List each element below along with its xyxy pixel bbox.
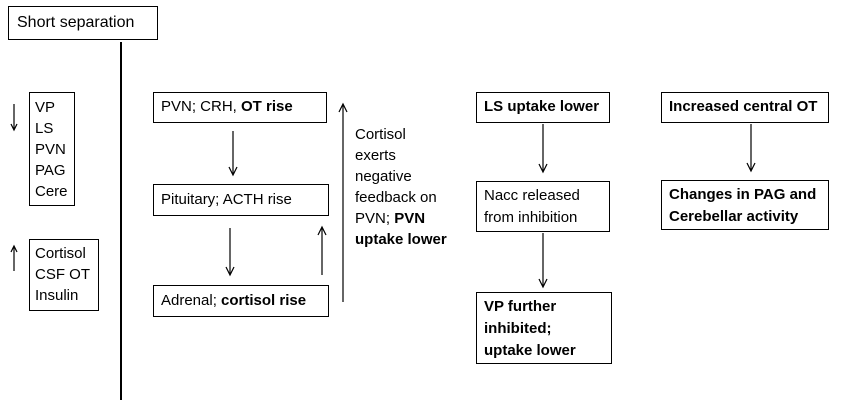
feedback-line: PVN; [355,210,395,227]
changes-text: Cerebellar activity [669,208,799,225]
ls-uptake-text: LS uptake lower [484,98,600,115]
changes-text: Changes in PAG and [669,186,817,203]
list-item: CSF OT [35,266,90,283]
list-item: Cortisol [35,245,86,262]
pvn-text: PVN; CRH, [161,98,242,115]
vp-inhibited-box: VP further inhibited; uptake lower [476,292,612,364]
increased-list-box: Cortisol CSF OT Insulin [29,239,99,311]
feedback-line: negative [355,168,412,185]
pvn-box: PVN; CRH, OT rise [153,92,327,123]
feedback-text-block: Cortisol exerts negative feedback on PVN… [355,124,447,250]
adrenal-box: Adrenal; cortisol rise [153,285,329,317]
list-item: LS [35,120,54,137]
pvn-bold-text: OT rise [241,98,293,115]
changes-box: Changes in PAG and Cerebellar activity [661,180,829,230]
pituitary-box: Pituitary; ACTH rise [153,184,329,216]
feedback-bold-line: PVN [394,210,426,227]
feedback-line: feedback on [355,189,437,206]
down-arrow-head [10,123,18,132]
ls-uptake-box: LS uptake lower [476,92,610,123]
nacc-box: Nacc released from inhibition [476,181,610,232]
pituitary-text: Pituitary; ACTH rise [161,191,292,208]
nacc-text: from inhibition [484,209,578,226]
decreased-list-box: VP LS PVN PAG Cere [29,92,75,206]
title-text: Short separation [17,14,135,31]
title-box: Short separation [8,6,158,40]
adrenal-text: Adrenal; [161,292,222,309]
list-item: PAG [35,162,66,179]
nacc-text: Nacc released [484,187,580,204]
increased-ot-text: Increased central OT [669,98,818,115]
vp-text: inhibited; [484,320,552,337]
list-item: Cere [35,183,68,200]
adrenal-bold-text: cortisol rise [221,292,307,309]
vp-text: VP further [484,298,557,315]
feedback-line: Cortisol [355,126,406,143]
list-item: PVN [35,141,66,158]
up-arrow-head [10,244,18,253]
increased-ot-box: Increased central OT [661,92,829,123]
list-item: VP [35,99,56,116]
feedback-line: exerts [355,147,396,164]
feedback-bold-line: uptake lower [355,231,447,248]
vp-text: uptake lower [484,342,576,359]
list-item: Insulin [35,287,79,304]
